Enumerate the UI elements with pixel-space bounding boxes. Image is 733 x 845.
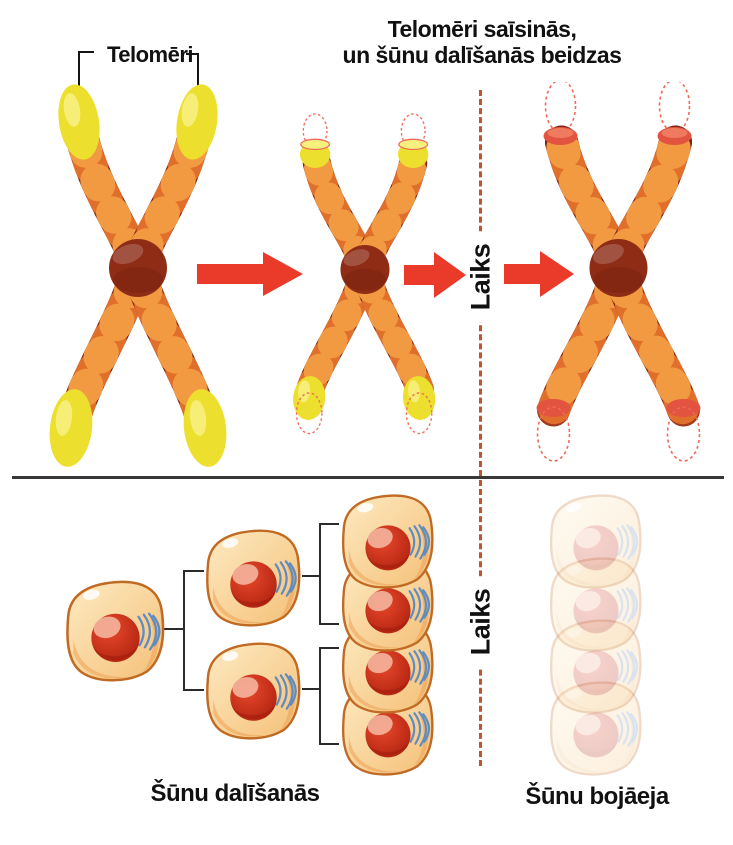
tree-connector <box>160 628 185 630</box>
tree-connector <box>319 647 339 649</box>
pointer-line-right-h <box>186 53 199 55</box>
cell-generation1 <box>66 580 165 682</box>
tree-connector <box>302 688 321 690</box>
tree-connector <box>319 523 339 525</box>
cell-generation2 <box>206 529 301 627</box>
tree-connector <box>183 689 204 691</box>
title-line-2: un šūnu dalīšanās beidzas <box>342 42 622 68</box>
tree-connector <box>183 570 204 572</box>
chromosome-shortened-telomeres <box>293 113 436 435</box>
section-divider <box>12 476 724 479</box>
diagram-title: Telomēri saīsinās, un šūnu dalīšanās bei… <box>286 16 678 68</box>
arrow-right-icon <box>197 252 303 296</box>
time-axis-label-top: Laiks <box>465 231 497 323</box>
tree-connector <box>319 623 339 625</box>
pointer-line-right-v <box>197 53 199 96</box>
pointer-line-left-v <box>78 51 80 96</box>
tree-connector <box>319 743 339 745</box>
arrow-right-icon <box>404 252 466 298</box>
tree-connector <box>319 647 321 745</box>
cell-generation2 <box>206 642 301 740</box>
title-line-1: Telomēri saīsinās, <box>387 16 577 42</box>
arrow-right-icon <box>504 251 574 297</box>
chromosome-lost-telomeres <box>536 82 701 462</box>
pointer-line-left-h <box>78 51 94 53</box>
tree-connector <box>319 523 321 625</box>
cell-generation3 <box>341 494 434 589</box>
cell-division-label: Šūnu dalīšanās <box>150 780 320 807</box>
time-axis-label-bottom: Laiks <box>465 576 497 668</box>
cell-death-label: Šūnu bojāeja <box>525 783 669 810</box>
telomeres-label: Telomēri <box>106 42 194 67</box>
dying-cell <box>549 494 642 589</box>
tree-connector <box>302 575 321 577</box>
tree-connector <box>183 570 185 691</box>
chromosome-full-telomeres <box>49 84 227 467</box>
